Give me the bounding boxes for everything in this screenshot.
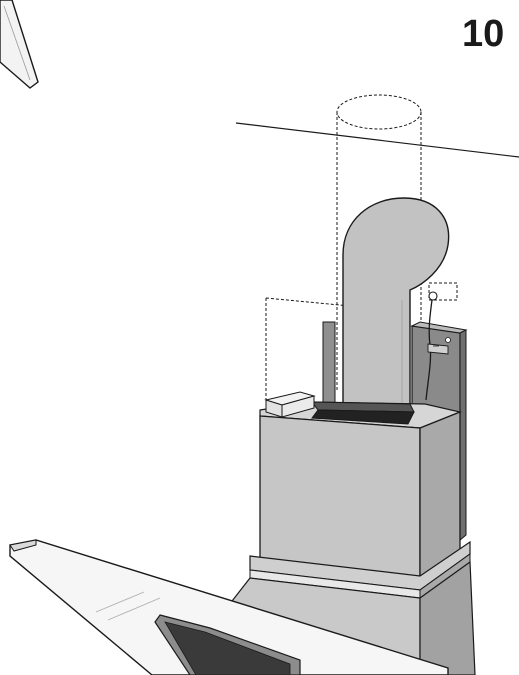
control-box [264, 391, 316, 418]
step-number: 10 [462, 13, 505, 55]
glass-front-panel [9, 539, 449, 675]
glass-panel-corner-top [0, 0, 39, 89]
exhaust-duct [342, 197, 450, 421]
motor-housing [259, 401, 463, 582]
socket-clip [427, 343, 449, 355]
electrical-socket-outline [428, 282, 458, 301]
outlet-collar [310, 401, 415, 425]
ceiling-line [235, 122, 519, 158]
